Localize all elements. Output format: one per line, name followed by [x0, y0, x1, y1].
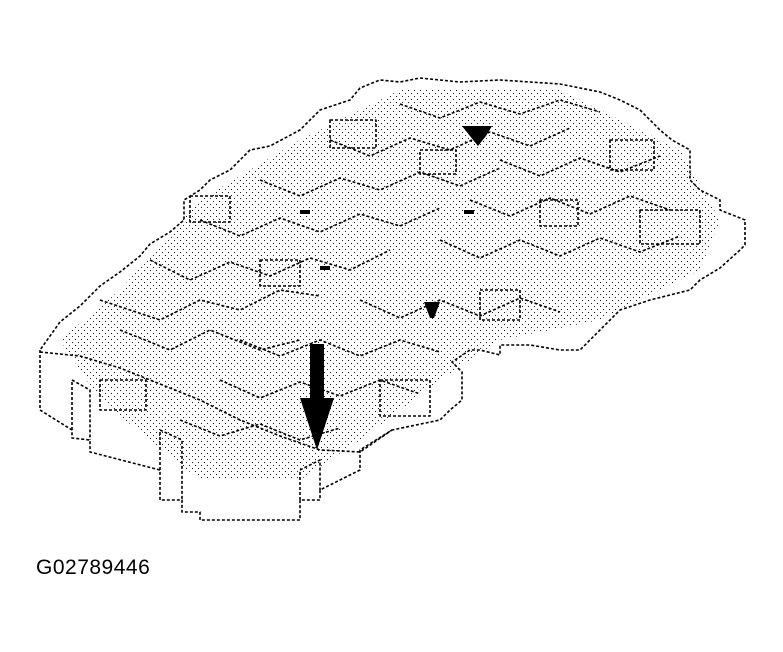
mark-2 [300, 210, 310, 214]
valve-body-outline [39, 77, 746, 521]
mark-1 [320, 266, 330, 270]
down-arrow-icon [300, 344, 334, 450]
surface-texture [60, 90, 720, 480]
figure-id-label: G02789446 [36, 556, 151, 579]
small-arrow-top [462, 126, 492, 146]
mark-3 [464, 210, 474, 214]
valve-body-icon [39, 77, 746, 521]
small-arrow-middle [424, 302, 440, 318]
